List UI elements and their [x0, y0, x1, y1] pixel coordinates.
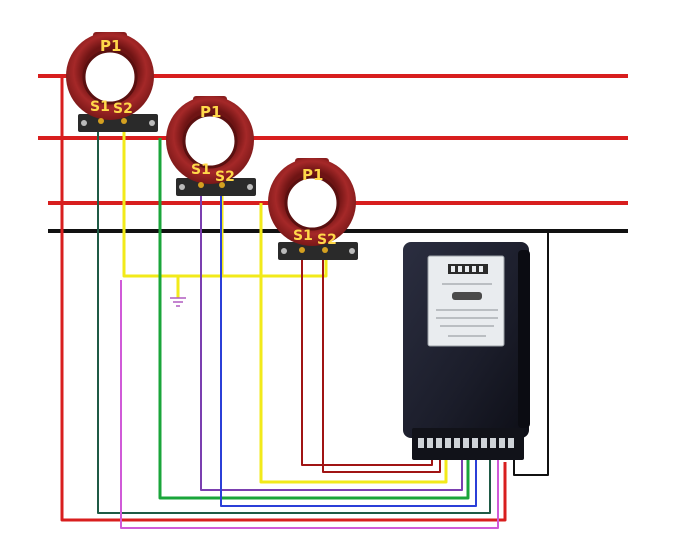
meter-face [427, 255, 505, 347]
wire-ct2-s2 [220, 190, 477, 507]
wire-ct1-return [120, 280, 499, 529]
current-transformer-1: P1 S1 S2 [66, 32, 158, 132]
wire-neutral [513, 231, 549, 476]
ct1-s1-label: S1 [90, 99, 110, 115]
ct3-p1-label: P1 [302, 166, 323, 184]
ct1-s2-label: S2 [113, 101, 133, 117]
current-transformer-2: P1 S1 S2 [166, 96, 256, 196]
ct2-s2-label: S2 [215, 169, 235, 185]
wire-ct2-s1 [200, 192, 463, 491]
ground-symbol-icon [170, 297, 186, 307]
ct1-mount-plate [78, 114, 158, 132]
ct1-p1-label: P1 [100, 37, 121, 55]
ct2-p1-label: P1 [200, 103, 221, 121]
wire-ct1-s1 [97, 130, 491, 514]
wiring [60, 76, 549, 529]
ct3-s2-label: S2 [317, 232, 337, 248]
meter-disc-window [452, 292, 482, 300]
ct3-mount-plate [278, 242, 358, 260]
wire-phase-c-voltage [259, 203, 448, 484]
current-transformer-3: P1 S1 S2 [268, 158, 358, 260]
ct3-s1-label: S1 [293, 228, 313, 244]
wire-ct-common [122, 128, 328, 278]
ct2-s1-label: S1 [191, 162, 211, 178]
wire-phase-a-voltage [60, 76, 507, 522]
wire-phase-b-voltage [158, 138, 470, 500]
wire-ct3-s2 [322, 258, 441, 473]
ct2-mount-plate [176, 178, 256, 196]
electric-meter-icon [403, 242, 530, 460]
meter-side-shade [518, 250, 530, 428]
wire-ct3-s1 [301, 250, 433, 466]
